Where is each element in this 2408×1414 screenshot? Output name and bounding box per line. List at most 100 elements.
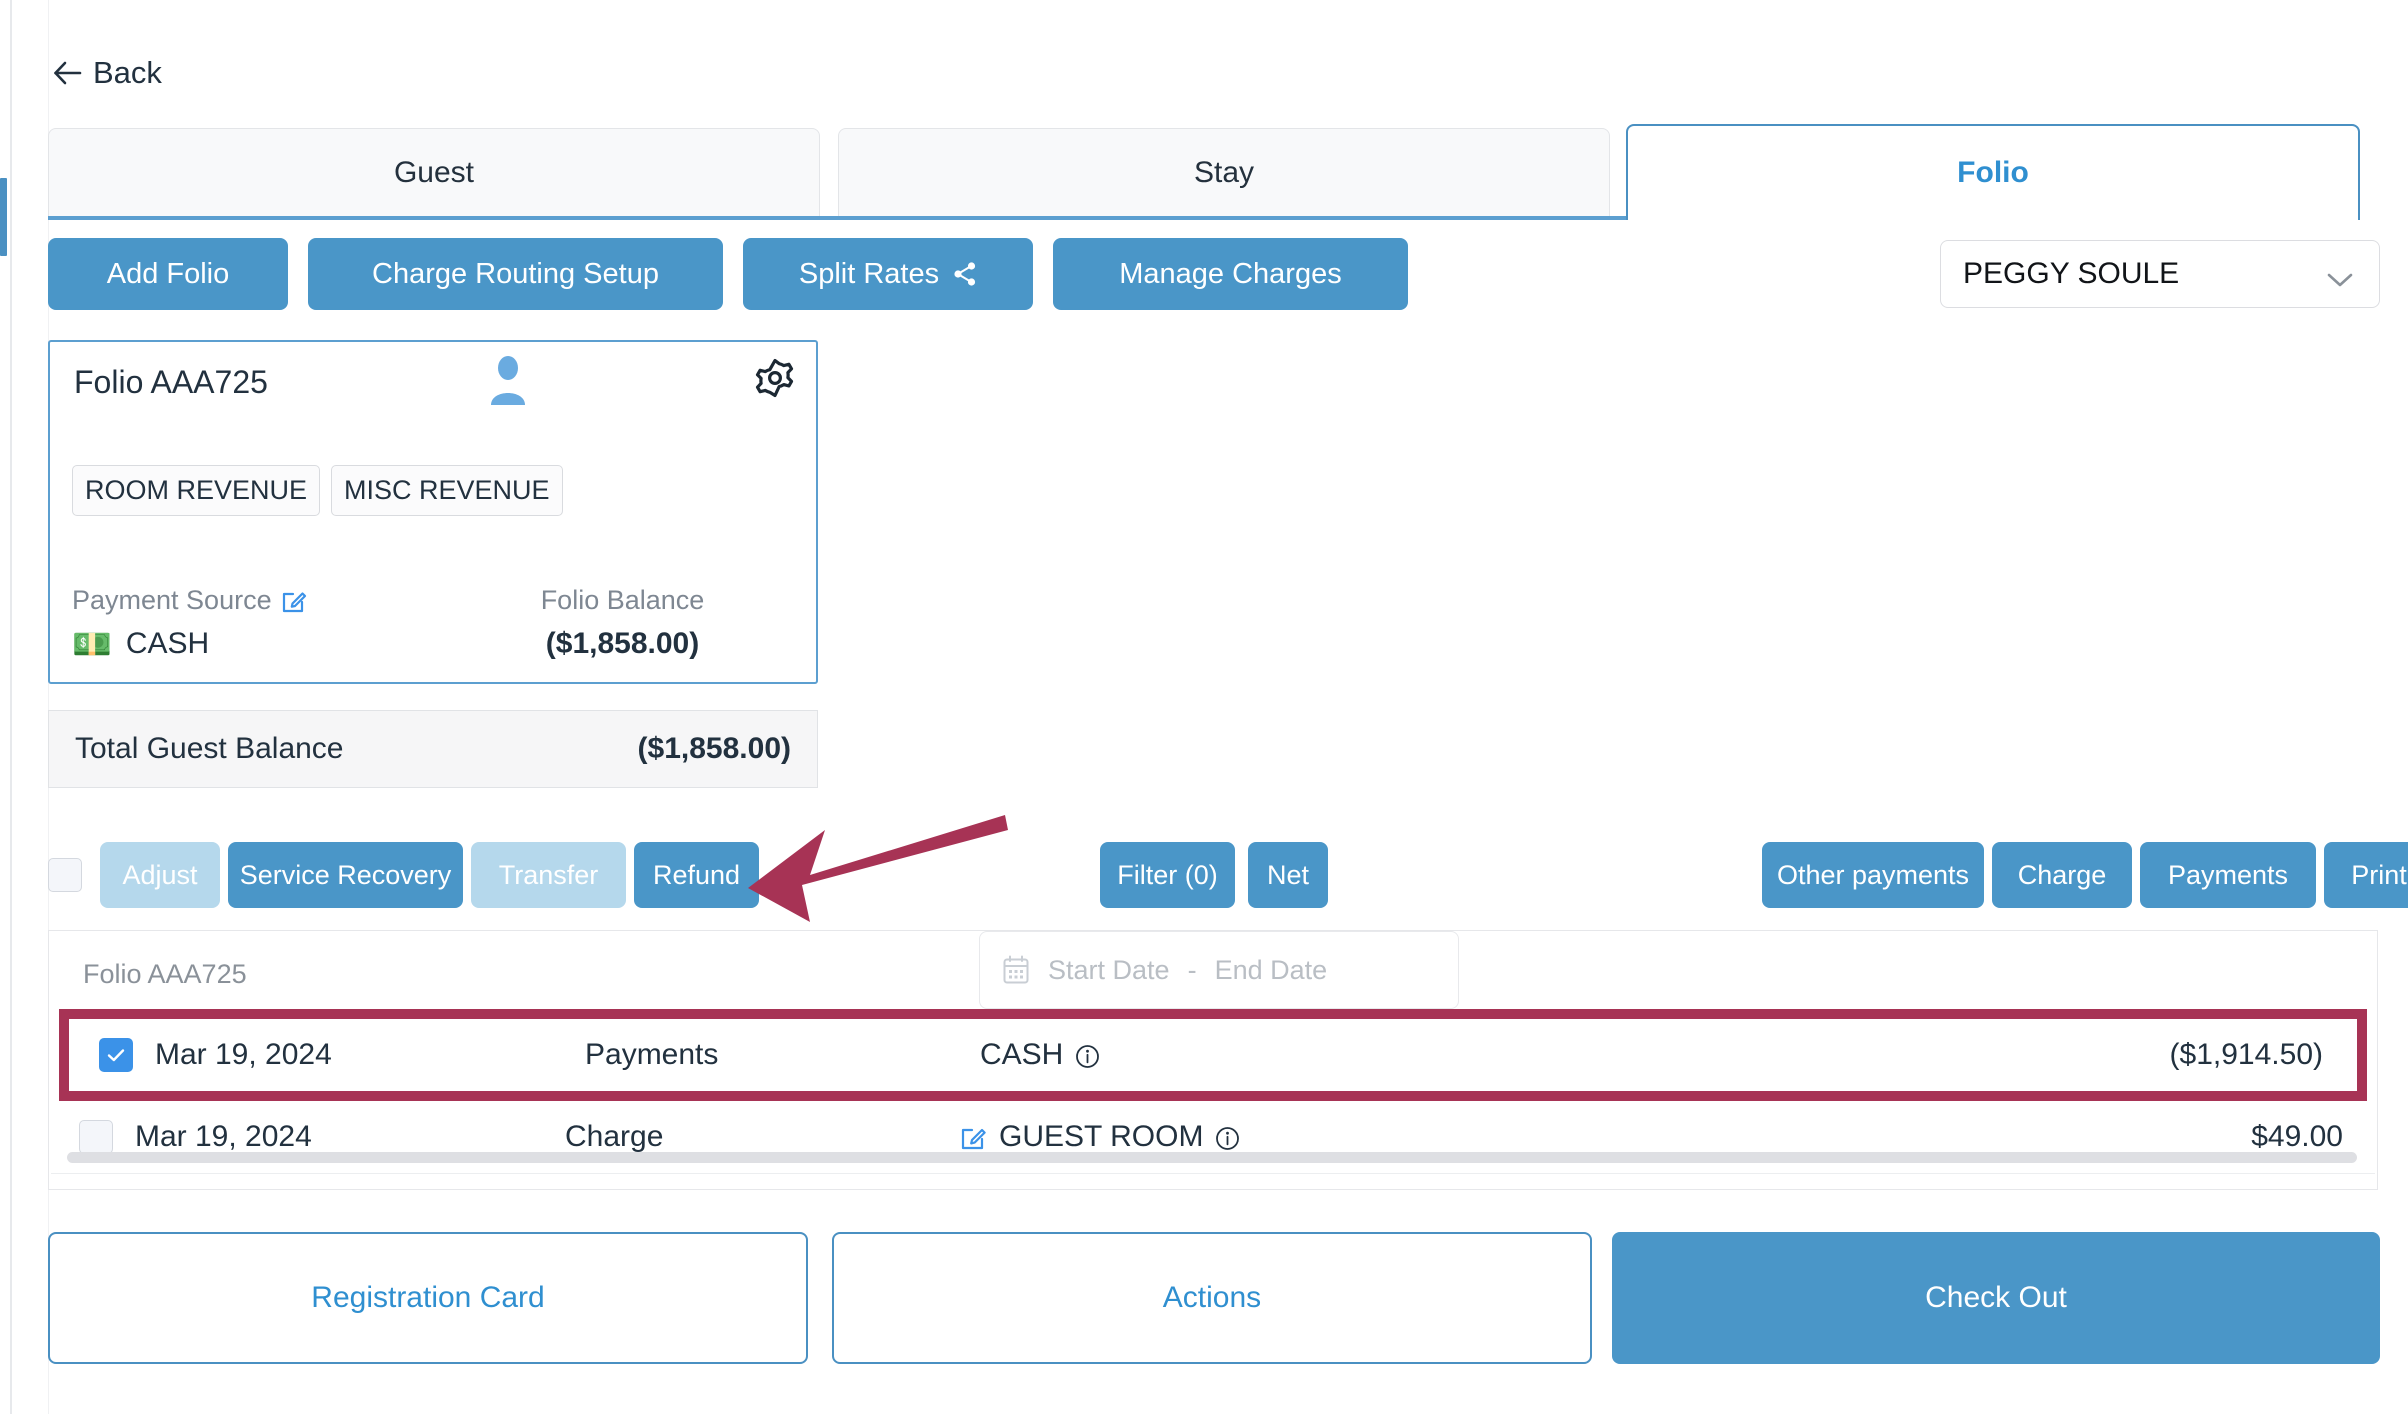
row-description-cell: CASH bbox=[980, 1038, 1480, 1072]
table-row[interactable]: Mar 19, 2024 Charge GUEST ROOM $49.00 bbox=[49, 1101, 2377, 1173]
registration-card-button[interactable]: Registration Card bbox=[48, 1232, 808, 1364]
net-button[interactable]: Net bbox=[1248, 842, 1328, 908]
actions-button[interactable]: Actions bbox=[832, 1232, 1592, 1364]
row-description-cell: GUEST ROOM bbox=[960, 1120, 1460, 1154]
total-guest-balance-label: Total Guest Balance bbox=[75, 732, 344, 765]
chevron-down-icon bbox=[2323, 264, 2357, 287]
print-button[interactable]: Print bbox=[2324, 842, 2408, 908]
add-folio-button[interactable]: Add Folio bbox=[48, 238, 288, 310]
actions-label: Actions bbox=[1162, 1281, 1262, 1314]
transfer-label: Transfer bbox=[498, 859, 599, 890]
row-amount: ($1,914.50) bbox=[2169, 1038, 2323, 1071]
share-icon bbox=[953, 261, 977, 287]
tab-guest[interactable]: Guest bbox=[48, 128, 820, 216]
end-date-input[interactable]: End Date bbox=[1214, 954, 1328, 985]
gear-icon[interactable] bbox=[752, 355, 798, 401]
adjust-button[interactable]: Adjust bbox=[100, 842, 220, 908]
split-rates-label: Split Rates bbox=[798, 257, 940, 290]
print-label: Print bbox=[2351, 859, 2407, 890]
other-payments-label: Other payments bbox=[1776, 859, 1970, 890]
refund-button[interactable]: Refund bbox=[634, 842, 759, 908]
content-left-border bbox=[48, 0, 49, 1414]
filter-label: Filter (0) bbox=[1117, 859, 1218, 890]
row-type: Charge bbox=[565, 1120, 664, 1153]
total-guest-balance-row: Total Guest Balance ($1,858.00) bbox=[48, 710, 818, 788]
folio-card: Folio AAA725 ROOM REVENUE MISC REVENUE P… bbox=[48, 340, 818, 684]
refund-label: Refund bbox=[652, 859, 741, 890]
row-description: CASH bbox=[980, 1038, 1064, 1071]
payment-source-value: 💵 CASH bbox=[72, 627, 209, 661]
table-row-divider bbox=[51, 1173, 2375, 1174]
edit-icon[interactable] bbox=[281, 587, 307, 615]
charge-routing-setup-button[interactable]: Charge Routing Setup bbox=[308, 238, 723, 310]
split-rates-button[interactable]: Split Rates bbox=[743, 238, 1033, 310]
row-date: Mar 19, 2024 bbox=[135, 1120, 312, 1153]
payment-source-label-text: Payment Source bbox=[72, 585, 272, 615]
payments-label: Payments bbox=[2167, 859, 2289, 890]
add-folio-label: Add Folio bbox=[106, 257, 230, 290]
charge-routing-setup-label: Charge Routing Setup bbox=[372, 257, 659, 290]
tab-folio[interactable]: Folio bbox=[1626, 124, 2360, 220]
table-header: Folio AAA725 Start Date - End Date bbox=[49, 931, 2377, 1009]
guest-select-value: PEGGY SOULE bbox=[1963, 257, 2180, 290]
row-checkbox[interactable] bbox=[99, 1038, 133, 1072]
row-amount: $49.00 bbox=[2251, 1120, 2343, 1153]
row-checkbox-cell bbox=[49, 1120, 135, 1154]
calendar-icon bbox=[1002, 955, 1030, 985]
adjust-label: Adjust bbox=[122, 859, 198, 890]
total-guest-balance-value: ($1,858.00) bbox=[637, 732, 791, 765]
annotation-arrow-icon bbox=[740, 790, 1010, 930]
table-title: Folio AAA725 bbox=[83, 959, 247, 989]
left-arrow-icon bbox=[52, 60, 82, 86]
row-checkbox[interactable] bbox=[79, 1120, 113, 1154]
tab-stay-label: Stay bbox=[1193, 155, 1255, 189]
filter-button[interactable]: Filter (0) bbox=[1100, 842, 1235, 908]
transfer-button[interactable]: Transfer bbox=[471, 842, 626, 908]
table-horizontal-scrollbar[interactable] bbox=[67, 1152, 2357, 1163]
guest-select-dropdown[interactable]: PEGGY SOULE bbox=[1940, 240, 2380, 308]
payment-source-label: Payment Source bbox=[72, 585, 307, 616]
row-description: GUEST ROOM bbox=[999, 1120, 1204, 1153]
tab-guest-label: Guest bbox=[393, 155, 475, 189]
folio-balance-value: ($1,858.00) bbox=[545, 627, 700, 660]
edit-icon[interactable] bbox=[960, 1123, 987, 1152]
select-all-checkbox[interactable] bbox=[48, 858, 82, 892]
folio-card-title: Folio AAA725 bbox=[74, 364, 268, 400]
row-type: Payments bbox=[585, 1038, 719, 1071]
back-label: Back bbox=[93, 55, 162, 90]
tab-bar-underline bbox=[48, 216, 2360, 220]
row-checkbox-cell bbox=[69, 1038, 155, 1072]
check-out-button[interactable]: Check Out bbox=[1612, 1232, 2380, 1364]
person-icon[interactable] bbox=[487, 355, 529, 405]
net-label: Net bbox=[1266, 859, 1310, 890]
tab-stay[interactable]: Stay bbox=[838, 128, 1610, 216]
row-date: Mar 19, 2024 bbox=[155, 1038, 332, 1071]
other-payments-button[interactable]: Other payments bbox=[1762, 842, 1984, 908]
info-icon[interactable] bbox=[1215, 1125, 1240, 1150]
charge-label: Charge bbox=[2017, 859, 2107, 890]
folio-balance-label: Folio Balance bbox=[540, 585, 705, 615]
payment-source-value-text: CASH bbox=[125, 627, 210, 660]
left-rail-accent-marker bbox=[0, 178, 7, 256]
manage-charges-button[interactable]: Manage Charges bbox=[1053, 238, 1408, 310]
folio-revenue-chips: ROOM REVENUE MISC REVENUE bbox=[72, 465, 563, 516]
service-recovery-button[interactable]: Service Recovery bbox=[228, 842, 463, 908]
folio-transactions-panel: Folio AAA725 Start Date - End Date bbox=[48, 930, 2378, 1190]
manage-charges-label: Manage Charges bbox=[1119, 257, 1342, 290]
chip-misc-revenue[interactable]: MISC REVENUE bbox=[331, 465, 563, 516]
start-date-input[interactable]: Start Date bbox=[1048, 954, 1170, 985]
info-icon[interactable] bbox=[1075, 1043, 1100, 1068]
left-rail-divider bbox=[10, 0, 12, 1414]
date-range-separator: - bbox=[1187, 954, 1197, 985]
chip-room-revenue[interactable]: ROOM REVENUE bbox=[72, 465, 321, 516]
registration-card-label: Registration Card bbox=[311, 1281, 545, 1314]
date-range-filter[interactable]: Start Date - End Date bbox=[979, 931, 1459, 1009]
tab-bar: Guest Stay Folio bbox=[48, 124, 2360, 220]
service-recovery-label: Service Recovery bbox=[239, 859, 452, 890]
payments-button[interactable]: Payments bbox=[2140, 842, 2316, 908]
charge-button[interactable]: Charge bbox=[1992, 842, 2132, 908]
check-out-label: Check Out bbox=[1925, 1281, 2067, 1314]
tab-folio-label: Folio bbox=[1957, 156, 2029, 189]
back-button[interactable]: Back bbox=[52, 57, 162, 88]
table-row[interactable]: Mar 19, 2024 Payments CASH ($1,914.50) bbox=[59, 1009, 2367, 1101]
